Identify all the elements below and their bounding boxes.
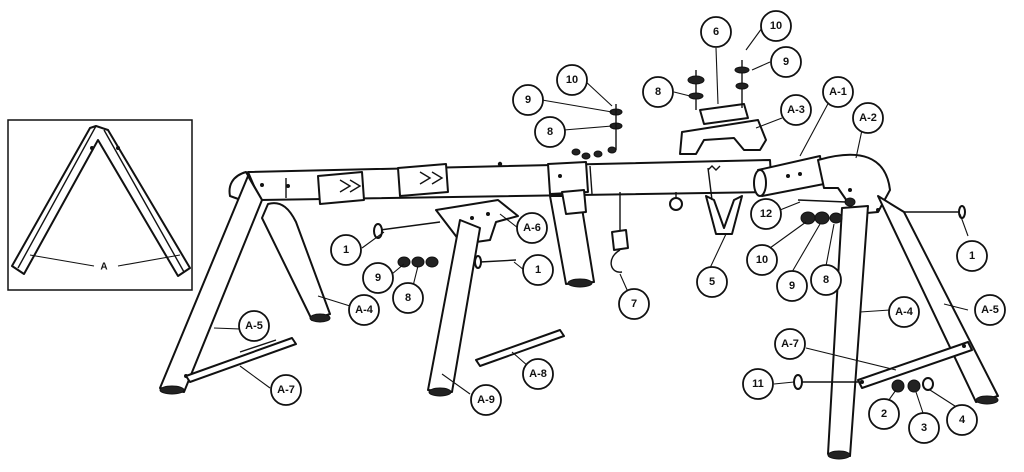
hanger-bracket-2 — [397, 163, 449, 197]
callout-label: A-2 — [859, 112, 877, 124]
callout-label: 4 — [959, 414, 966, 426]
callout-8-left: 8 — [392, 282, 424, 314]
callout-label: 8 — [823, 274, 829, 286]
bolt-right-1 — [904, 205, 966, 219]
callout-label: 5 — [709, 276, 715, 288]
callout-a3: A-3 — [780, 94, 812, 126]
callout-label: A-7 — [277, 384, 295, 396]
callout-a7-right: A-7 — [774, 328, 806, 360]
right-elbow-a2 — [817, 153, 891, 215]
callout-4: 4 — [946, 404, 978, 436]
callout-8-upper: 8 — [642, 76, 674, 108]
middle-leg-a9 — [427, 219, 481, 397]
nuts-right — [800, 211, 843, 225]
callout-9-right: 9 — [776, 270, 808, 302]
callout-label: 1 — [343, 244, 349, 256]
callout-label: 1 — [969, 250, 975, 262]
callout-10-top: 10 — [556, 64, 588, 96]
callout-label: A-8 — [529, 368, 547, 380]
callout-label: 9 — [783, 56, 789, 68]
callout-a4-left: A-4 — [348, 294, 380, 326]
callout-label: 2 — [881, 408, 887, 420]
callout-label: 7 — [631, 298, 637, 310]
small-hook — [669, 192, 683, 211]
callout-a4-right: A-4 — [888, 296, 920, 328]
callout-10-right: 10 — [746, 244, 778, 276]
right-brace-a7 — [857, 341, 973, 389]
callout-11: 11 — [742, 368, 774, 400]
callout-label: A-1 — [829, 86, 847, 98]
callout-label: 10 — [756, 254, 768, 266]
callout-label: A-4 — [355, 304, 374, 316]
callout-label: 9 — [789, 280, 795, 292]
callout-9-left: 9 — [362, 262, 394, 294]
callout-label: 10 — [770, 20, 782, 32]
callout-label: A-5 — [245, 320, 263, 332]
callout-7: 7 — [618, 288, 650, 320]
callout-label: 8 — [547, 126, 553, 138]
nuts-bottom-right — [891, 377, 934, 393]
callout-a1: A-1 — [822, 76, 854, 108]
left-leg-a4 — [261, 202, 331, 323]
callout-1-middle: 1 — [522, 254, 554, 286]
callout-9-upper-right: 9 — [770, 46, 802, 78]
callout-a6: A-6 — [516, 212, 548, 244]
callout-6: 6 — [700, 16, 732, 48]
callout-label: A-3 — [787, 104, 805, 116]
callout-label: A-7 — [781, 338, 799, 350]
bolt-left-2 — [474, 255, 517, 269]
middle-leg-right — [549, 189, 595, 288]
nuts-left — [397, 256, 439, 268]
callout-label: A-4 — [895, 306, 914, 318]
callout-a5-left: A-5 — [238, 310, 270, 342]
callout-3: 3 — [908, 412, 940, 444]
callout-5: 5 — [696, 266, 728, 298]
beam-top-hardware — [571, 104, 623, 160]
inset-a-frame-detail: A — [7, 119, 193, 291]
hanger-bracket-3 — [547, 161, 589, 195]
callout-label: 8 — [655, 86, 661, 98]
callout-a8: A-8 — [522, 358, 554, 390]
callout-label: A-5 — [981, 304, 999, 316]
callout-label: A-9 — [477, 394, 495, 406]
callout-8-right: 8 — [810, 264, 842, 296]
bolt-right-12 — [797, 197, 856, 207]
left-brace-a7 — [185, 337, 297, 383]
middle-brace-a8 — [475, 329, 565, 367]
callout-label: 11 — [752, 378, 764, 390]
hanger-bracket-1 — [317, 171, 365, 205]
swing-hanger-5 — [705, 165, 743, 235]
callout-label: A-6 — [523, 222, 541, 234]
left-leg-a5 — [159, 175, 263, 395]
callout-10-upper-right: 10 — [760, 10, 792, 42]
right-leg-a4 — [827, 205, 869, 460]
callout-label: 6 — [713, 26, 719, 38]
callout-label: 9 — [525, 94, 531, 106]
callout-a9: A-9 — [470, 384, 502, 416]
callout-label: 9 — [375, 272, 381, 284]
callout-a2: A-2 — [852, 102, 884, 134]
bolt-left-1 — [373, 221, 441, 239]
callout-label: 3 — [921, 422, 927, 434]
callout-a5-right: A-5 — [974, 294, 1006, 326]
center-saddle-bracket — [679, 60, 767, 155]
inset-label: A — [100, 262, 107, 273]
callout-9-top: 9 — [512, 84, 544, 116]
callout-label: 1 — [535, 264, 541, 276]
chain-hook-7 — [610, 192, 629, 273]
callout-8-top: 8 — [534, 116, 566, 148]
callout-a7-left: A-7 — [270, 374, 302, 406]
callout-label: 8 — [405, 292, 411, 304]
callout-label: 12 — [760, 208, 772, 220]
callout-12: 12 — [750, 198, 782, 230]
callout-1-left: 1 — [330, 234, 362, 266]
callout-1-right: 1 — [956, 240, 988, 272]
callout-2: 2 — [868, 398, 900, 430]
callout-label: 10 — [566, 74, 578, 86]
